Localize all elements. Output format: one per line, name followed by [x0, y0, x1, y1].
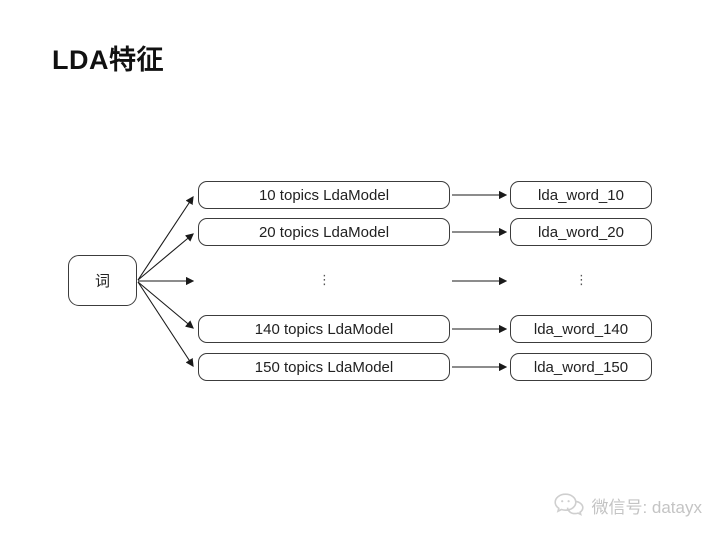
- word-node: 词: [68, 255, 137, 306]
- watermark-text: 微信号: datayx: [591, 497, 702, 517]
- arrow-word-to-model-150: [137, 281, 194, 368]
- ellipsis-outputs: ⋮: [575, 273, 588, 288]
- arrow-word-to-model-10: [137, 195, 194, 281]
- model-box-label: 140 topics LdaModel: [254, 320, 394, 338]
- page-title: LDA特征: [52, 45, 164, 75]
- output-box-label: lda_word_140: [533, 320, 629, 338]
- model-box-150-topics: 150 topics LdaModel: [198, 353, 450, 381]
- arrow-word-to-model-140: [137, 281, 194, 329]
- output-box-label: lda_word_20: [538, 223, 624, 241]
- model-box-label: 20 topics LdaModel: [258, 223, 390, 241]
- output-box-label: lda_word_150: [533, 358, 629, 376]
- model-box-label: 10 topics LdaModel: [258, 186, 390, 204]
- wechat-icon: [554, 493, 585, 516]
- model-box-10-topics: 10 topics LdaModel: [198, 181, 450, 209]
- watermark: 微信号: datayx: [553, 487, 702, 523]
- model-box-label: 150 topics LdaModel: [254, 358, 394, 376]
- model-box-20-topics: 20 topics LdaModel: [198, 218, 450, 246]
- model-box-140-topics: 140 topics LdaModel: [198, 315, 450, 343]
- ellipsis-models: ⋮: [318, 273, 331, 288]
- output-box-label: lda_word_10: [538, 186, 624, 204]
- output-box-lda-word-140: lda_word_140: [510, 315, 652, 343]
- arrow-word-to-model-20: [137, 233, 194, 281]
- word-node-label: 词: [94, 273, 110, 290]
- output-box-lda-word-10: lda_word_10: [510, 181, 652, 209]
- output-box-lda-word-150: lda_word_150: [510, 353, 652, 381]
- output-box-lda-word-20: lda_word_20: [510, 218, 652, 246]
